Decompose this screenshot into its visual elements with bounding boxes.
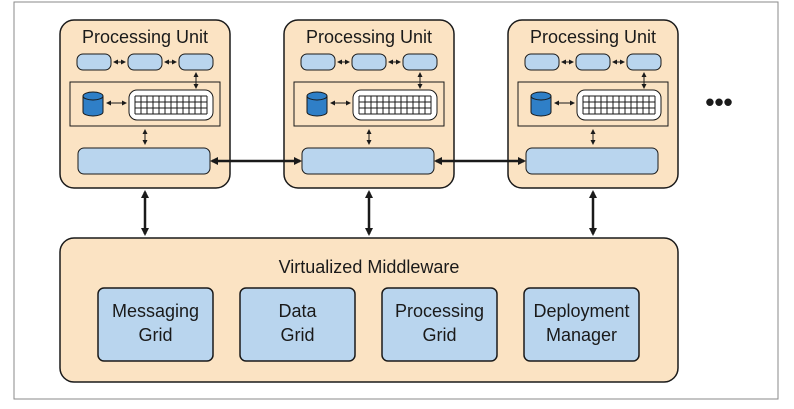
grid-label-line1: Data [278, 301, 317, 321]
data-grid: Data Grid [239, 287, 356, 362]
processing-unit: Processing Unit [59, 19, 231, 189]
data-grid-icon [128, 89, 214, 121]
small-component [127, 53, 163, 71]
data-grid-icon [576, 89, 662, 121]
processing-grid: Processing Grid [381, 287, 498, 362]
data-container [293, 81, 445, 127]
small-component [524, 53, 560, 71]
processing-unit: Processing Unit [507, 19, 679, 189]
small-component [76, 53, 112, 71]
processing-unit-title: Processing Unit [306, 27, 432, 47]
processing-unit-title: Processing Unit [530, 27, 656, 47]
small-component [575, 53, 611, 71]
grid-label-line2: Grid [280, 325, 314, 345]
middleware-title: Virtualized Middleware [279, 257, 460, 277]
grid-label-line2: Grid [422, 325, 456, 345]
small-component [626, 53, 662, 71]
small-component [178, 53, 214, 71]
database-icon [306, 91, 328, 117]
grid-label-line1: Messaging [112, 301, 199, 321]
outer-frame [13, 1, 779, 400]
database-icon [82, 91, 104, 117]
data-grid-icon [352, 89, 438, 121]
unit-bottom-component [77, 147, 211, 175]
more-units-ellipsis: ••• [705, 87, 732, 117]
virtualized-middleware: Virtualized Middleware Messaging Grid Da… [59, 237, 679, 383]
data-container [69, 81, 221, 127]
grid-label-line2: Manager [546, 325, 617, 345]
grid-label-line2: Grid [138, 325, 172, 345]
messaging-grid: Messaging Grid [97, 287, 214, 362]
processing-unit-title: Processing Unit [82, 27, 208, 47]
unit-bottom-component [525, 147, 659, 175]
processing-unit: Processing Unit [283, 19, 455, 189]
grid-label-line1: Deployment [533, 301, 629, 321]
database-icon [530, 91, 552, 117]
grid-label-line1: Processing [395, 301, 484, 321]
data-container [517, 81, 669, 127]
deployment-manager: Deployment Manager [523, 287, 640, 362]
small-component [402, 53, 438, 71]
small-component [351, 53, 387, 71]
unit-bottom-component [301, 147, 435, 175]
small-component [300, 53, 336, 71]
